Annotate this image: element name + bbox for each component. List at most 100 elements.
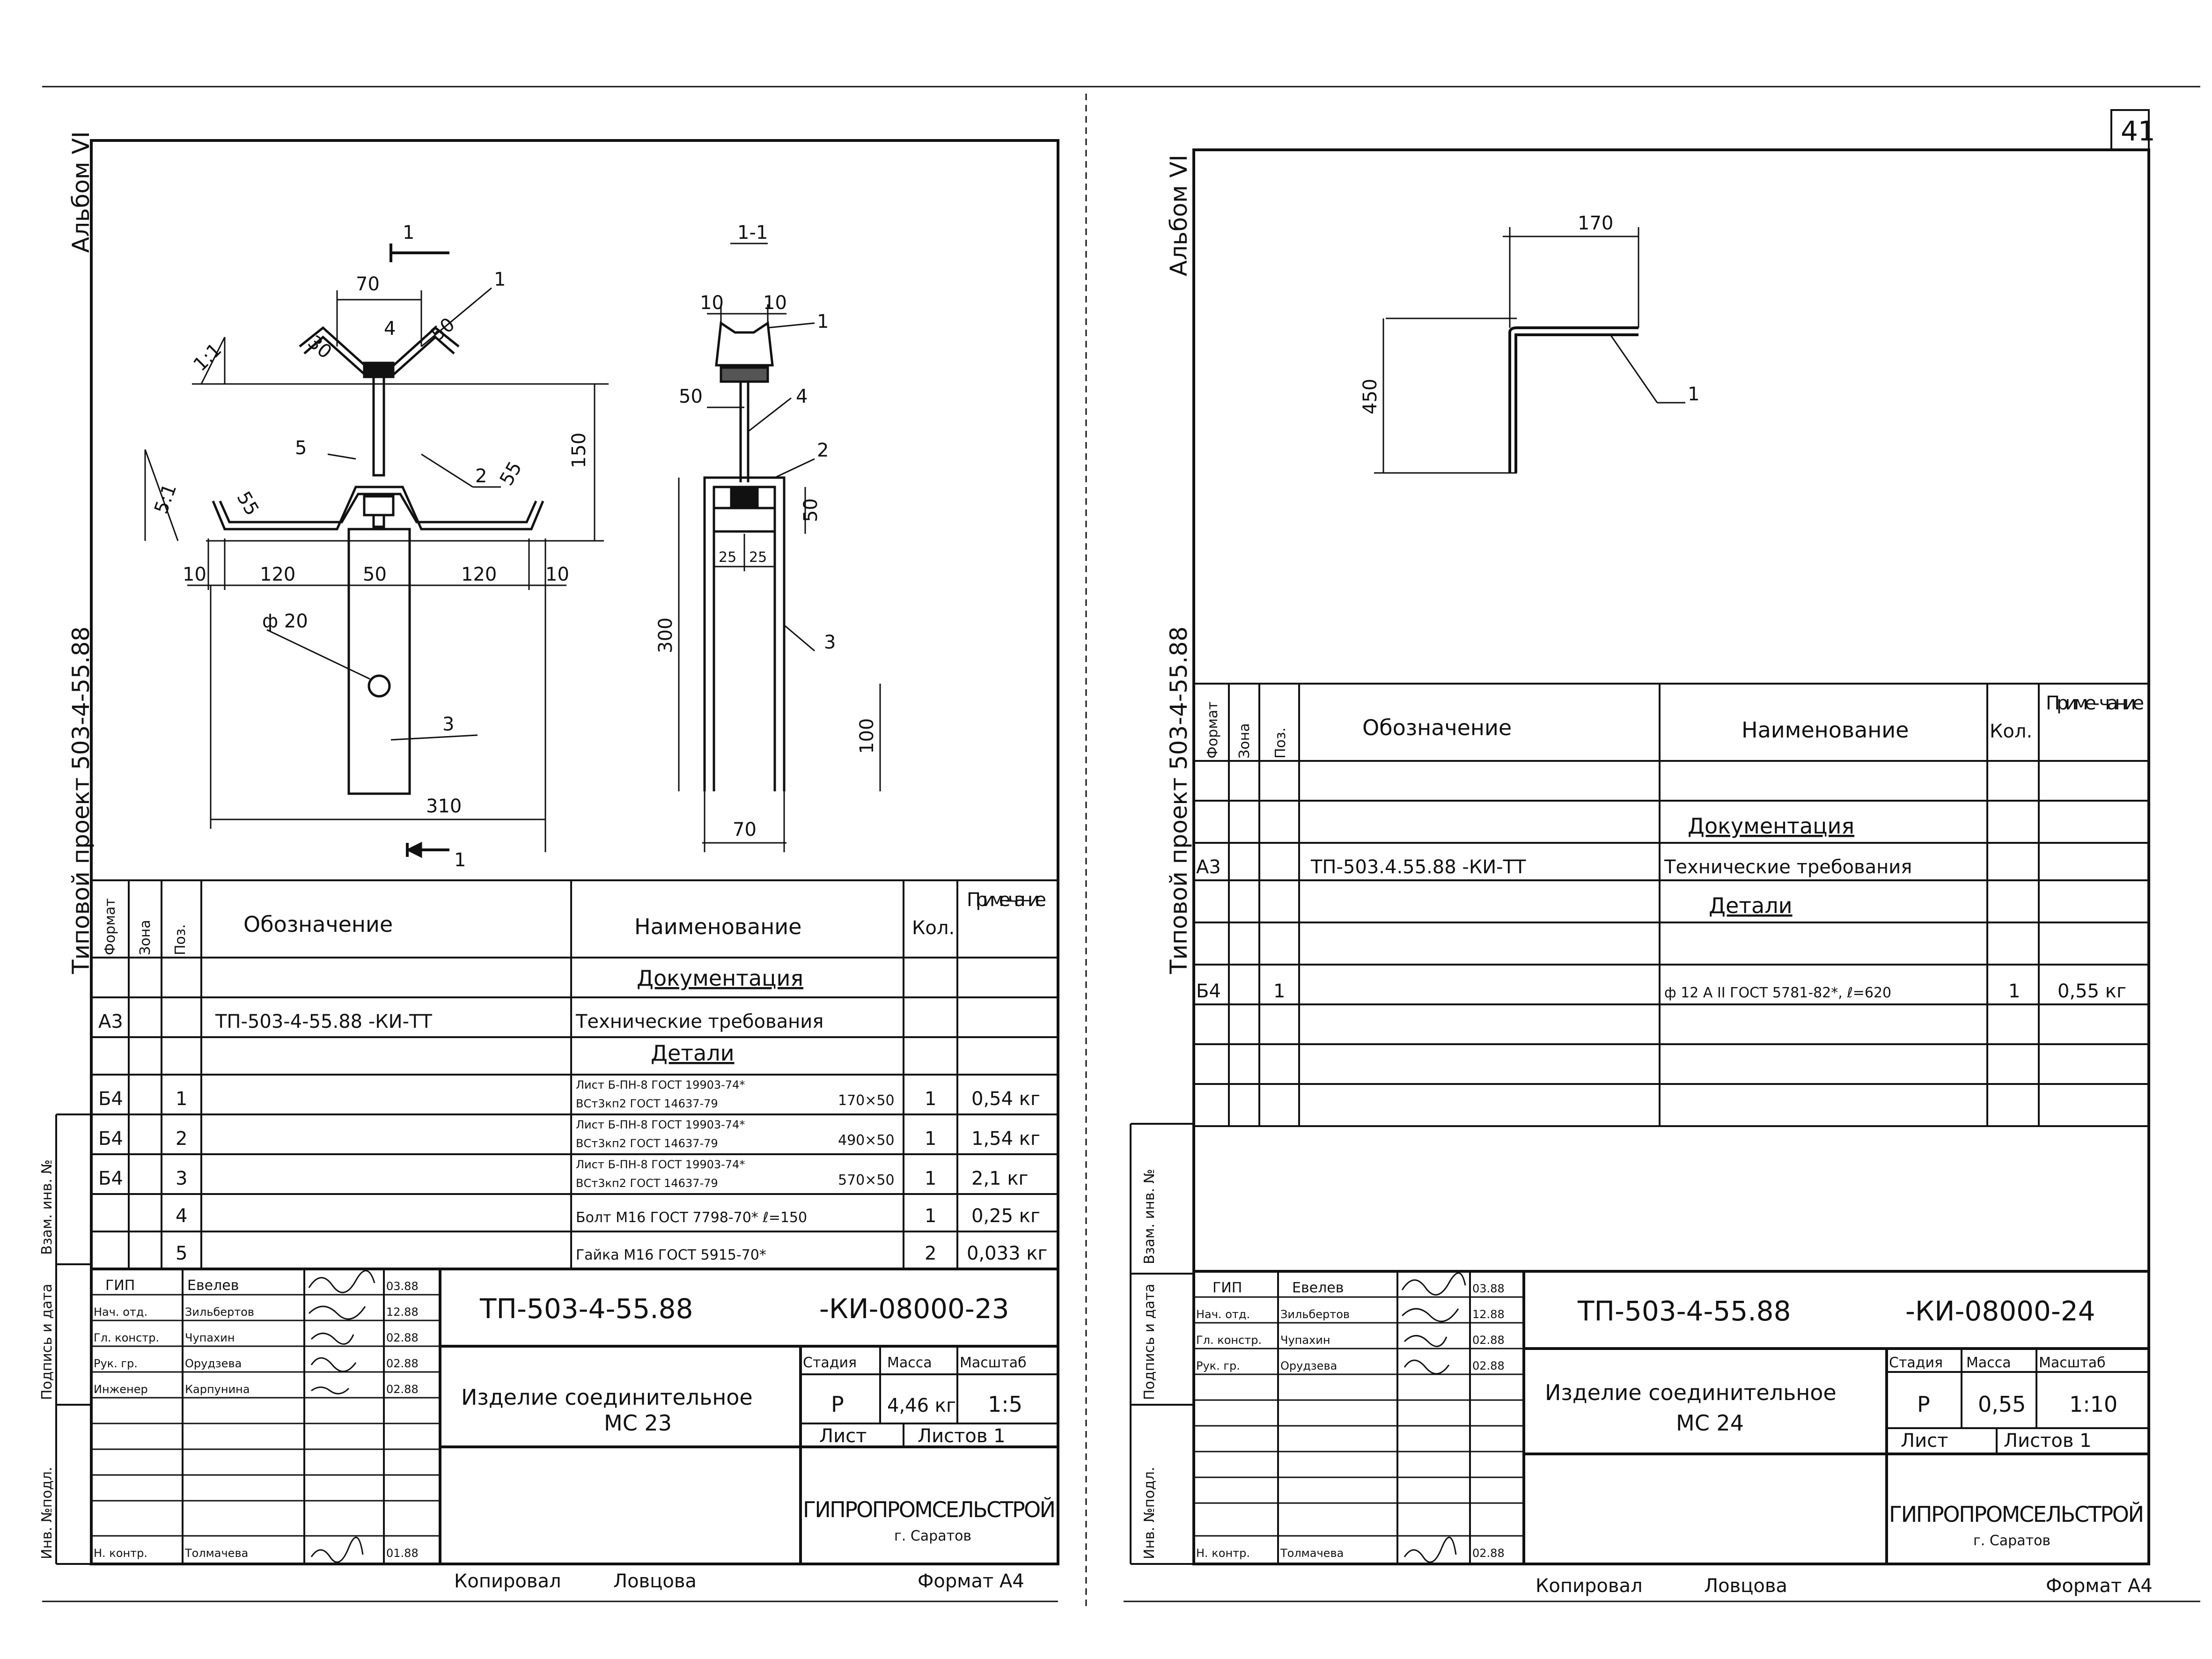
- row-name-bottom: ВСт3кп2 ГОСТ 14637-79: [576, 1137, 718, 1150]
- stamp-name: Толмачева: [184, 1547, 248, 1560]
- sec-pos-1: 1: [817, 311, 829, 332]
- pos-2-label: 2: [475, 465, 487, 487]
- row-name-top: Лист Б-ПН-8 ГОСТ 19903-74*: [576, 1078, 745, 1091]
- row-qty: 1: [925, 1088, 936, 1110]
- stamp-date: 03.88: [1472, 1282, 1505, 1295]
- row-fmt: Б4: [98, 1128, 123, 1150]
- row-pos: 3: [176, 1168, 187, 1189]
- dim-50: 50: [363, 564, 387, 585]
- sheet-label: Лист: [819, 1425, 867, 1447]
- row-qty: 2: [925, 1243, 936, 1264]
- dim-150: 150: [568, 433, 590, 468]
- stamp-date: 01.88: [386, 1547, 419, 1560]
- row-pos: 2: [176, 1128, 187, 1150]
- stamp-date: 12.88: [386, 1305, 419, 1319]
- format-label: Формат А4: [918, 1571, 1024, 1592]
- section-details: Детали: [651, 1040, 735, 1066]
- stamp-title: Изделие соединительное: [461, 1385, 753, 1410]
- stamp-role: Н. контр.: [94, 1547, 147, 1560]
- stamp-date: 02.88: [1472, 1334, 1505, 1347]
- right-footer: Копировал Ловцова Формат А4: [1536, 1575, 2153, 1597]
- sheet-label: Лист: [1901, 1430, 1948, 1452]
- section-documentation: Документация: [637, 966, 803, 991]
- hdr-designation: Обозначение: [243, 912, 393, 937]
- right-frame: [1192, 148, 2150, 1565]
- row-qty: 1: [925, 1128, 936, 1150]
- dim-70: 70: [356, 273, 380, 295]
- stamp-role: Нач. отд.: [1196, 1308, 1250, 1321]
- stamp-date: 12.88: [1472, 1308, 1505, 1321]
- dim-10a: 10: [183, 564, 206, 585]
- left-table-header-vertical: Формат Зона Поз.: [102, 898, 189, 955]
- org-name: ГИПРОПРОМСЕЛЬСТРОЙ: [803, 1497, 1056, 1522]
- right-table-header: Обозначение Наименование Кол. Приме- чан…: [1362, 693, 2144, 918]
- stamp-sheet-code: -КИ-08000-23: [819, 1293, 1009, 1325]
- stage-value: Р: [1917, 1392, 1930, 1417]
- pos-4-label: 4: [384, 318, 396, 339]
- stamp-name: Орудзева: [185, 1357, 242, 1370]
- row-name: Технические требования: [575, 1011, 823, 1032]
- copied-label: Копировал: [1536, 1575, 1643, 1597]
- mass-value: 4,46 кг: [887, 1395, 956, 1416]
- stamp-date: 02.88: [1472, 1547, 1505, 1560]
- stamp-sheet-code: -КИ-08000-24: [1905, 1295, 2095, 1327]
- row-pos: 1: [176, 1088, 187, 1110]
- row-code: ТП-503.4.55.88 -КИ-ТТ: [1310, 856, 1526, 878]
- stamp-date: 03.88: [386, 1280, 419, 1293]
- right-detail-labels: 170 450 1: [1360, 213, 1699, 414]
- scale-label: Масштаб: [960, 1355, 1027, 1371]
- row-size: 170×50: [838, 1092, 895, 1109]
- dim-450: 450: [1360, 379, 1381, 414]
- right-stamp-people: ГИП Нач. отд. Гл. констр. Рук. гр. Н. ко…: [1196, 1280, 1505, 1560]
- sec-dim-25a: 25: [719, 549, 736, 566]
- scale-value: 1:10: [2069, 1392, 2117, 1417]
- stamp-name: Зильбертов: [185, 1305, 254, 1319]
- stamp-name: Карпунина: [185, 1383, 250, 1396]
- stamp-role: Гл. констр.: [1196, 1334, 1262, 1347]
- binding-strip-texts: Инв. №подл. Подпись и дата Взам. инв. № …: [39, 1159, 1158, 1559]
- left-album-label: Альбом VI: [67, 131, 95, 253]
- row-size: 490×50: [838, 1132, 895, 1149]
- stamp-code: ТП-503-4-55.88: [479, 1293, 693, 1325]
- dim-phi20: ф 20: [262, 611, 308, 632]
- hdr-name: Наименование: [634, 914, 801, 939]
- sec-dim-70: 70: [733, 819, 757, 841]
- left-inv-label: Инв. №подл.: [39, 1467, 55, 1559]
- left-vzam-label: Взам. инв. №: [39, 1159, 55, 1255]
- dim-120b: 120: [461, 564, 497, 585]
- mass-label: Масса: [887, 1355, 932, 1371]
- right-inv-label: Инв. №подл.: [1141, 1467, 1158, 1559]
- sec-dim-50: 50: [679, 386, 703, 407]
- stamp-name: Чупахин: [1280, 1334, 1330, 1347]
- dim-170: 170: [1578, 213, 1613, 234]
- stamp-name: Евелев: [187, 1277, 239, 1294]
- row-fmt: А3: [1196, 856, 1221, 878]
- sheets-label: Листов 1: [918, 1425, 1006, 1447]
- stamp-role: Рук. гр.: [94, 1357, 138, 1370]
- scale-value: 1:5: [988, 1392, 1022, 1417]
- right-signatures: [1401, 1272, 1466, 1563]
- section-details: Детали: [1709, 893, 1793, 918]
- left-footer: Копировал Ловцова Формат А4: [454, 1571, 1024, 1592]
- stage-value: Р: [831, 1392, 844, 1417]
- row-qty: 1: [2008, 981, 2020, 1002]
- pos-5-label: 5: [295, 437, 307, 459]
- hdr-name: Наименование: [1742, 717, 1909, 743]
- stamp-role: Инженер: [94, 1383, 148, 1396]
- left-signatures: [308, 1270, 375, 1563]
- row-note: 0,54 кг: [971, 1088, 1040, 1110]
- slope-5-1: 5:1: [150, 481, 181, 516]
- row-name: Технические требования: [1664, 856, 1912, 878]
- right-detail-dims: [1374, 227, 1685, 474]
- sec-dim-50v: 50: [800, 498, 822, 522]
- stamp-date: 02.88: [1472, 1359, 1505, 1372]
- stamp-role: Рук. гр.: [1196, 1359, 1240, 1372]
- hdr-zone: Зона: [1236, 723, 1253, 759]
- dim-10b: 10: [545, 564, 569, 585]
- sec-dim-10b: 10: [763, 292, 787, 314]
- dim-55-left: 55: [232, 488, 263, 519]
- right-pos-1: 1: [1688, 383, 1699, 405]
- stamp-role: Н. контр.: [1196, 1547, 1250, 1560]
- right-sign-label: Подпись и дата: [1141, 1284, 1158, 1401]
